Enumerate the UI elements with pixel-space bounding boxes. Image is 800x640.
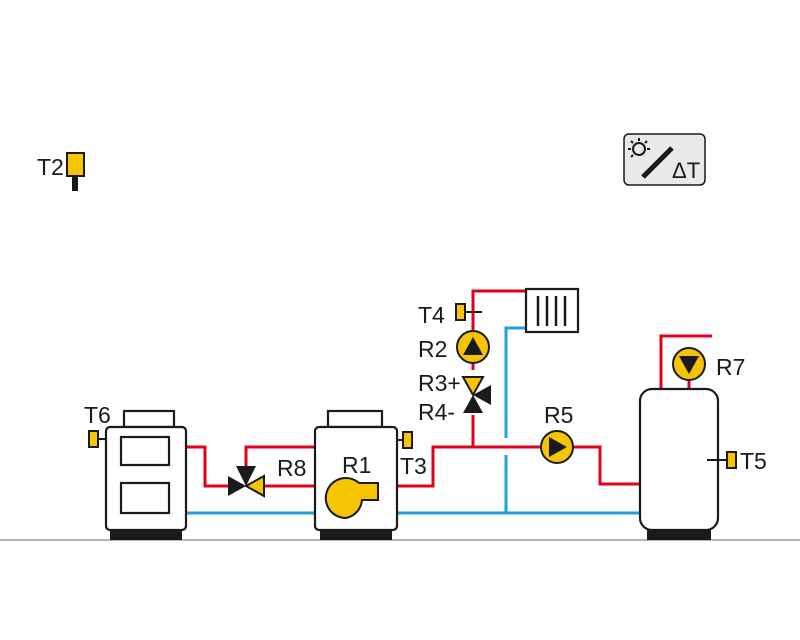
label-t6: T6: [84, 402, 111, 428]
sensor-t3: T3: [397, 431, 427, 479]
label-t2: T2: [37, 154, 64, 180]
label-r2: R2: [418, 336, 447, 362]
label-r1: R1: [342, 452, 371, 478]
label-r5: R5: [544, 402, 573, 428]
burner-fan-icon: [324, 477, 379, 520]
sensor-t5: T5: [707, 448, 767, 474]
label-t3: T3: [400, 453, 427, 479]
radiator: [524, 287, 580, 334]
label-r3: R3+: [418, 370, 461, 396]
label-t4: T4: [418, 302, 445, 328]
sensor-t6: T6: [84, 402, 111, 448]
storage-tank: [638, 387, 720, 540]
label-r4: R4-: [418, 399, 455, 425]
gas-boiler: R1: [313, 409, 399, 540]
pump-r2: R2: [418, 330, 490, 364]
sensor-t4: T4: [418, 302, 482, 328]
label-r7: R7: [716, 354, 745, 380]
sensor-t2: T2: [37, 152, 85, 191]
solar-delta-t-badge[interactable]: ΔT: [623, 133, 706, 186]
pump-r7: R7: [672, 347, 745, 381]
mixing-valve-r3-r4: R3+ R4-: [418, 370, 491, 425]
solid-fuel-boiler: [104, 409, 188, 540]
label-t5: T5: [740, 448, 767, 474]
pump-r5: R5: [540, 402, 574, 464]
sun-collector-icon: [628, 138, 674, 179]
label-r8: R8: [277, 455, 306, 481]
mixing-valve-r8: R8: [228, 455, 306, 498]
solar-badge-text: ΔT: [672, 158, 700, 183]
